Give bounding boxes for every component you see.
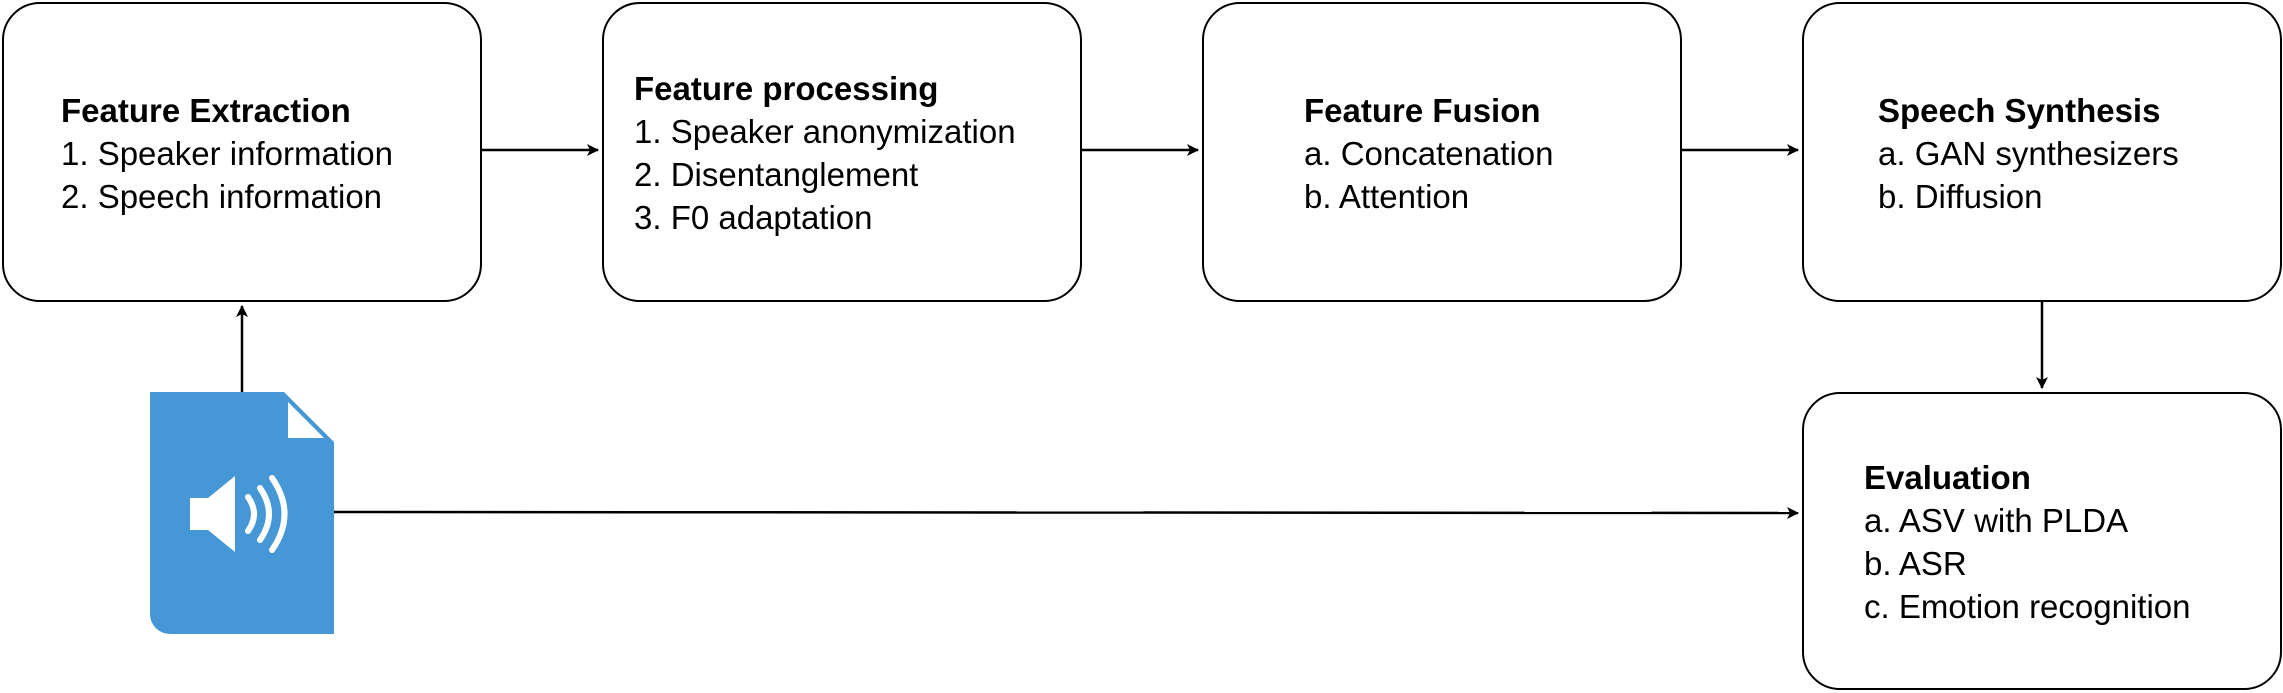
feature-processing-title: Feature processing — [634, 70, 939, 107]
feature-extraction-box: Feature Extraction 1. Speaker informatio… — [2, 2, 482, 302]
feature-processing-item: 1. Speaker anonymization — [634, 113, 1016, 150]
evaluation-box: Evaluation a. ASV with PLDA b. ASR c. Em… — [1802, 392, 2282, 690]
feature-processing-item: 3. F0 adaptation — [634, 199, 873, 236]
speech-synthesis-item: b. Diffusion — [1878, 177, 2043, 215]
evaluation-item: a. ASV with PLDA — [1864, 502, 2129, 539]
evaluation-title: Evaluation — [1864, 459, 2031, 496]
feature-fusion-title: Feature Fusion — [1304, 91, 1541, 129]
audio-file-icon — [150, 392, 334, 634]
feature-extraction-title: Feature Extraction — [61, 91, 351, 129]
feature-fusion-item: a. Concatenation — [1304, 134, 1554, 172]
evaluation-item: c. Emotion recognition — [1864, 588, 2191, 625]
speech-synthesis-title: Speech Synthesis — [1878, 91, 2161, 129]
speech-synthesis-box: Speech Synthesis a. GAN synthesizers b. … — [1802, 2, 2282, 302]
feature-extraction-item: 2. Speech information — [61, 177, 383, 215]
feature-extraction-item: 1. Speaker information — [61, 134, 394, 172]
feature-fusion-item: b. Attention — [1304, 177, 1470, 215]
feature-processing-item: 2. Disentanglement — [634, 156, 919, 193]
speaker-icon — [190, 475, 288, 553]
feature-processing-box: Feature processing 1. Speaker anonymizat… — [602, 2, 1082, 302]
arrow-audio-to-evaluation — [333, 506, 1799, 519]
feature-fusion-box: Feature Fusion a. Concatenation b. Atten… — [1202, 2, 1682, 302]
speech-synthesis-item: a. GAN synthesizers — [1878, 134, 2179, 172]
evaluation-item: b. ASR — [1864, 545, 1967, 582]
